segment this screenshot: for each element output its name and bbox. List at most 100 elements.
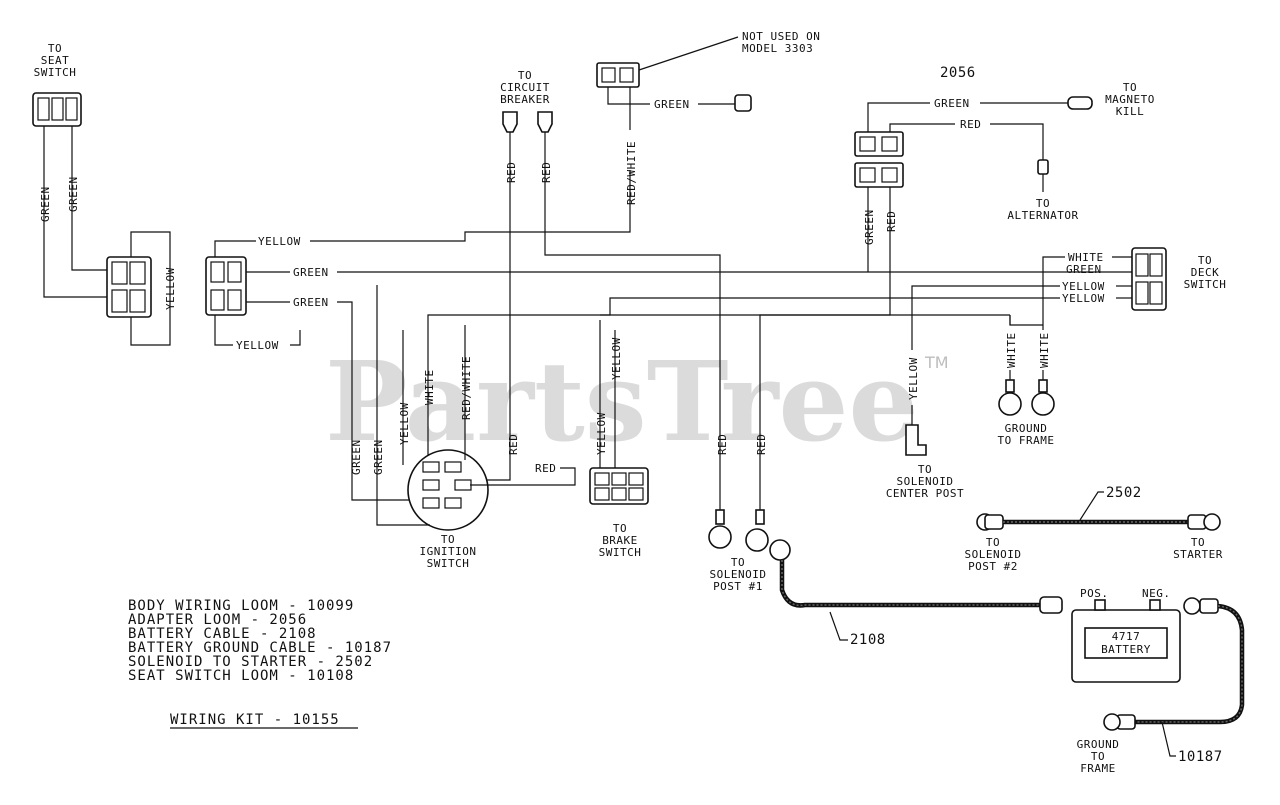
- ground-ring-terminals: [998, 379, 1055, 416]
- wire-label-green-2056: GREEN: [863, 209, 876, 245]
- wire-label-green-top: GREEN: [654, 98, 690, 111]
- to-brake-switch-2: BRAKE: [602, 534, 638, 547]
- to-starter-1: TO: [1191, 536, 1205, 549]
- wire-label-white-ign: WHITE: [423, 369, 436, 405]
- wire-label-green-1: GREEN: [293, 266, 329, 279]
- cable-2502: [976, 513, 1221, 531]
- assembly-2056-label: 2056: [940, 65, 976, 81]
- to-solenoid-center-3: CENTER POST: [886, 487, 964, 500]
- seat-loom-connector: [106, 256, 152, 318]
- batt-ground-to-frame-2: TO: [1091, 750, 1105, 763]
- legend-item: SEAT SWITCH LOOM - 10108: [128, 668, 354, 684]
- wire-label-white-deck: WHITE: [1068, 251, 1104, 264]
- to-deck-switch-1: TO: [1198, 254, 1212, 267]
- wire-label-white-gnd-b: WHITE: [1038, 332, 1051, 368]
- watermark-tm: TM: [924, 353, 949, 372]
- wire-label-green-ign-a: GREEN: [350, 439, 363, 475]
- solenoid-center-terminal: [905, 424, 927, 456]
- to-magneto-kill-1: TO: [1123, 81, 1137, 94]
- wire-label-red-cb-a: RED: [505, 162, 518, 183]
- wire-label-yellow-ign: YELLOW: [398, 402, 411, 445]
- wire-label-yellow-solenoid: YELLOW: [907, 357, 920, 400]
- wire-label-green-seat-b: GREEN: [67, 176, 80, 212]
- to-seat-switch-label-3: SWITCH: [34, 66, 77, 79]
- wire-label-yellow-deck-a: YELLOW: [1062, 280, 1105, 293]
- watermark: PartsTree: [325, 337, 919, 466]
- cable-10187-label: 10187: [1178, 749, 1223, 765]
- legend-item: BATTERY CABLE - 2108: [128, 626, 317, 642]
- wire-label-red-ign: RED: [507, 434, 520, 455]
- wire-label-red-cb-b: RED: [540, 162, 553, 183]
- to-solenoid-post2-1: TO: [986, 536, 1000, 549]
- wiring-kit-title: WIRING KIT - 10155: [170, 712, 340, 728]
- battery-label-1: 4717: [1112, 630, 1141, 643]
- to-circuit-breaker-1: TO: [518, 69, 532, 82]
- to-solenoid-post1-3: POST #1: [713, 580, 763, 593]
- wire-label-red-sol-b: RED: [755, 434, 768, 455]
- wire-label-yellow-brake: YELLOW: [595, 412, 608, 455]
- to-ignition-switch-2: IGNITION: [420, 545, 477, 558]
- wire-label-red-ign2: RED: [535, 462, 556, 475]
- wire-label-red-alternator: RED: [960, 118, 981, 131]
- legend-item: SOLENOID TO STARTER - 2502: [128, 654, 373, 670]
- to-starter-2: STARTER: [1173, 548, 1223, 561]
- ground-to-frame-1: GROUND: [1005, 422, 1048, 435]
- magneto-terminal: [1067, 96, 1093, 110]
- ground-to-frame-2: TO FRAME: [998, 434, 1055, 447]
- to-brake-switch-3: SWITCH: [599, 546, 642, 559]
- wire-label-red-white-ign: RED/WHITE: [460, 356, 473, 420]
- wire-label-green-2: GREEN: [293, 296, 329, 309]
- batt-ground-to-frame-3: FRAME: [1080, 762, 1116, 775]
- wire-label-red-2056: RED: [885, 211, 898, 232]
- adapter-connector-upper: [854, 131, 904, 157]
- battery-pos-label: POS.: [1080, 587, 1109, 600]
- circuit-breaker-terminals: [502, 111, 553, 133]
- to-solenoid-post2-3: POST #2: [968, 560, 1018, 573]
- to-deck-switch-2: DECK: [1191, 266, 1220, 279]
- to-deck-switch-3: SWITCH: [1184, 278, 1227, 291]
- to-solenoid-post2-2: SOLENOID: [965, 548, 1022, 561]
- to-magneto-kill-2: MAGNETO: [1105, 93, 1155, 106]
- legend: BODY WIRING LOOM - 10099 ADAPTER LOOM - …: [128, 598, 392, 684]
- wire-label-yellow-side: YELLOW: [164, 267, 177, 310]
- to-solenoid-center-2: SOLENOID: [897, 475, 954, 488]
- legend-item: ADAPTER LOOM - 2056: [128, 612, 307, 628]
- batt-ground-to-frame-1: GROUND: [1077, 738, 1120, 751]
- legend-item: BODY WIRING LOOM - 10099: [128, 598, 354, 614]
- wire-label-green-deck: GREEN: [1066, 263, 1102, 276]
- not-used-label-1: NOT USED ON: [742, 30, 820, 43]
- wire-label-red-white-top: RED/WHITE: [625, 141, 638, 205]
- adapter-connector-lower: [854, 162, 904, 188]
- wire-label-green-magneto: GREEN: [934, 97, 970, 110]
- wire-label-yellow-1: YELLOW: [258, 235, 301, 248]
- battery-cable-2108: [769, 539, 1063, 614]
- wire-label-white-gnd-a: WHITE: [1005, 332, 1018, 368]
- to-solenoid-post1-2: SOLENOID: [710, 568, 767, 581]
- to-ignition-switch-1: TO: [441, 533, 455, 546]
- to-seat-switch-label-2: SEAT: [41, 54, 70, 67]
- to-solenoid-post1-1: TO: [731, 556, 745, 569]
- battery-neg-label: NEG.: [1142, 587, 1171, 600]
- main-loom-connector: [205, 256, 247, 316]
- to-alternator-2: ALTERNATOR: [1007, 209, 1078, 222]
- wire-label-yellow-deck-b: YELLOW: [1062, 292, 1105, 305]
- solenoid-post1-terminals: [708, 509, 769, 552]
- wire-label-green-ign-b: GREEN: [372, 439, 385, 475]
- top-center-connector: [596, 62, 640, 88]
- wire-label-green-seat-a: GREEN: [39, 186, 52, 222]
- to-magneto-kill-3: KILL: [1116, 105, 1145, 118]
- to-seat-switch-label-1: TO: [48, 42, 62, 55]
- to-circuit-breaker-3: BREAKER: [500, 93, 550, 106]
- brake-switch-connector: [589, 467, 649, 505]
- legend-item: BATTERY GROUND CABLE - 10187: [128, 640, 392, 656]
- to-solenoid-center-1: TO: [918, 463, 932, 476]
- to-circuit-breaker-2: CIRCUIT: [500, 81, 550, 94]
- to-brake-switch-1: TO: [613, 522, 627, 535]
- battery-label-2: BATTERY: [1101, 643, 1151, 656]
- seat-switch-connector: [32, 92, 82, 127]
- bullet-terminal: [734, 94, 752, 112]
- battery-ground-cable-10187: [1103, 597, 1245, 731]
- cable-2502-label: 2502: [1106, 485, 1142, 501]
- wire-label-red-sol-a: RED: [716, 434, 729, 455]
